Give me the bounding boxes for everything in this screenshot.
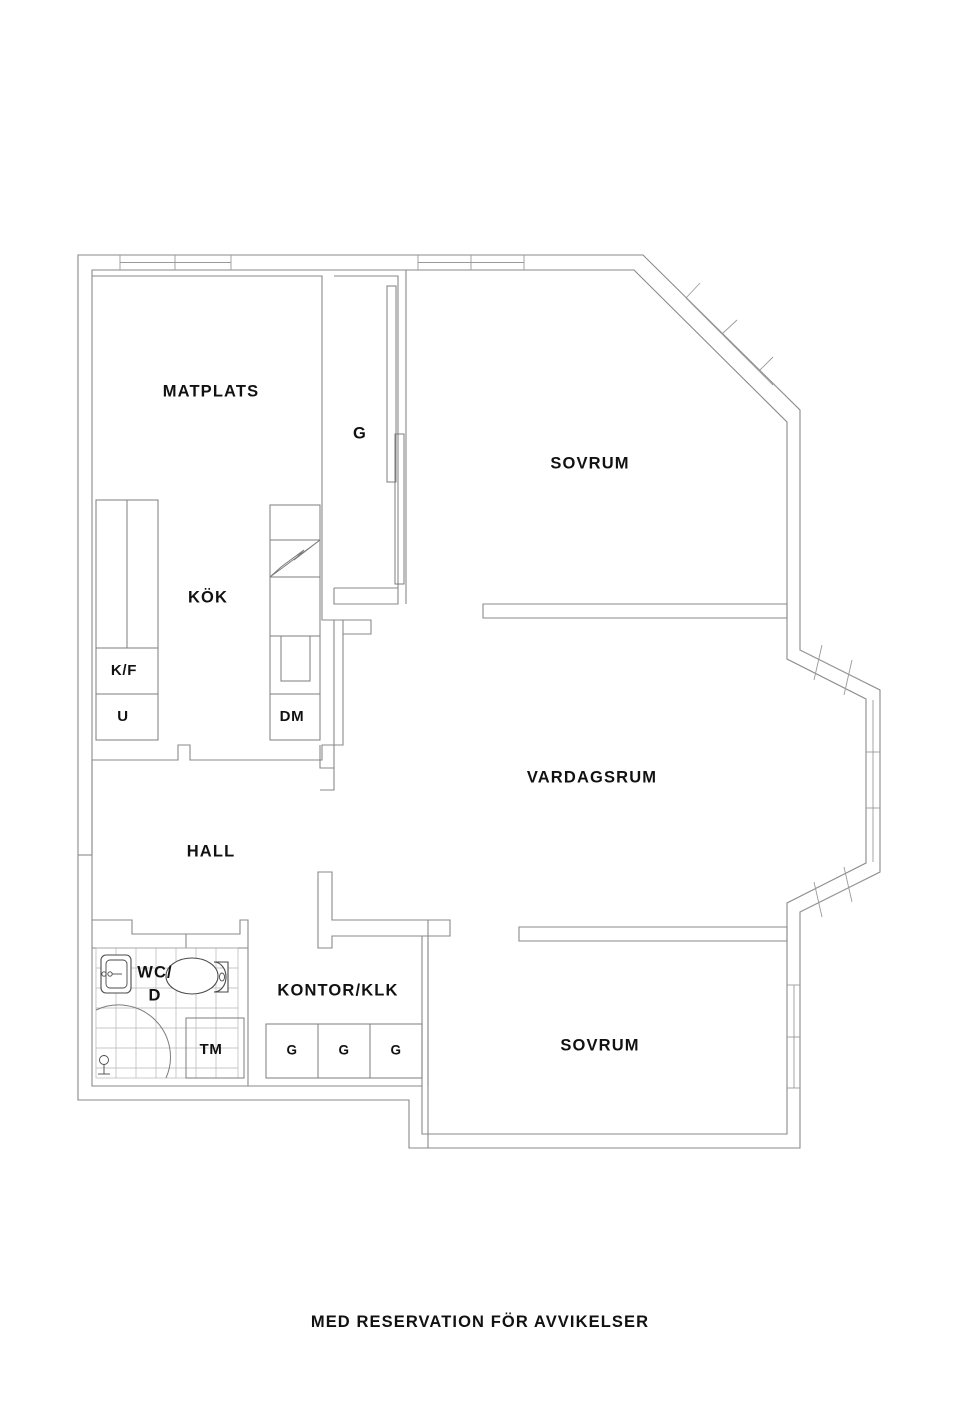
- window-diagonal-ne: [685, 282, 774, 386]
- room-label-kontor-klk: KONTOR/KLK: [277, 981, 398, 999]
- window-top-left: [119, 255, 232, 270]
- window-bay-right-vertical: [866, 700, 880, 862]
- appliance-label-kyl-frys: K/F: [111, 662, 137, 679]
- appliance-label-diskmaskin: DM: [280, 708, 305, 725]
- room-label-sovrum-lower: SOVRUM: [560, 1036, 639, 1054]
- shower-icon: [95, 1004, 171, 1079]
- wall-g-closet-stub: [319, 588, 399, 791]
- wall-vardagsrum-sovrum-lower: [427, 926, 788, 1148]
- kitchen-counter-left: [95, 499, 159, 741]
- room-label-sovrum-upper: SOVRUM: [550, 454, 629, 472]
- room-label-hall: HALL: [187, 842, 236, 860]
- room-labels: MATPLATS KÖK G SOVRUM VARDAGSRUM HALL SO…: [163, 382, 657, 1054]
- appliance-label-ugn: U: [117, 708, 129, 725]
- window-top-right: [417, 255, 525, 270]
- washing-machine-box: [185, 1017, 245, 1079]
- wall-sovrum-vardagsrum: [482, 603, 788, 619]
- closet-row-kontor: [265, 1023, 423, 1079]
- closet-label-g-1: G: [286, 1043, 297, 1058]
- closet-labels: G G G: [286, 1043, 401, 1058]
- kitchen-counter-right: [269, 504, 321, 741]
- room-label-matplats: MATPLATS: [163, 382, 260, 400]
- appliance-label-tvattmaskin: TM: [199, 1041, 222, 1058]
- room-label-garderob-upper: G: [353, 424, 367, 442]
- disclaimer-note: MED RESERVATION FÖR AVVIKELSER: [310, 1313, 650, 1331]
- wall-matplats-kok: [92, 275, 344, 761]
- room-label-vardagsrum: VARDAGSRUM: [527, 768, 657, 786]
- wall-hall-kontor: [317, 871, 451, 949]
- window-bay-right-lower-diagonal: [799, 866, 867, 918]
- closet-label-g-2: G: [338, 1043, 349, 1058]
- window-bay-right-upper-diagonal: [799, 644, 867, 696]
- bathroom-label: WC/ D: [137, 963, 173, 1004]
- bathroom-label-line-1: WC/: [137, 963, 173, 981]
- wall-kok-hall-divider: [78, 760, 93, 856]
- window-bedroom-lower-right: [787, 984, 800, 1089]
- stove-icon: [269, 539, 321, 578]
- closet-g-upper: [334, 275, 405, 589]
- toilet-icon: [165, 957, 229, 995]
- room-label-kok: KÖK: [188, 587, 228, 606]
- wall-kontor-block: [421, 920, 429, 1086]
- closet-label-g-3: G: [390, 1043, 401, 1058]
- bathroom-label-line-2: D: [148, 986, 161, 1004]
- sink-icon: [100, 954, 132, 994]
- appliance-labels: K/F U DM TM: [111, 662, 305, 1058]
